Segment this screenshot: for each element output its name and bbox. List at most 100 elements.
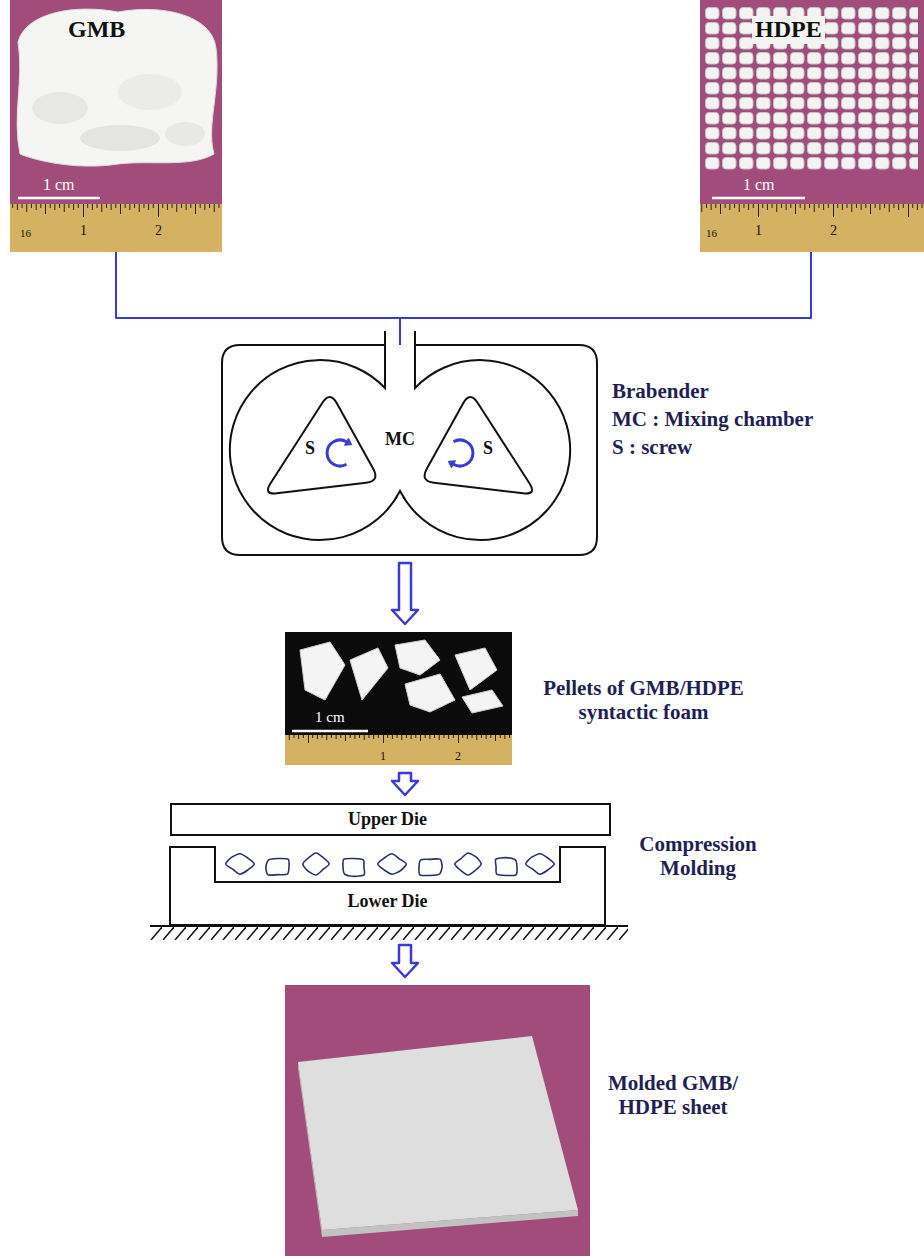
rotation-arrowhead [448,461,455,468]
ruler-number: 2 [155,223,162,239]
foam-pellet [395,640,440,675]
charge-pellet [495,858,517,876]
ruler [10,204,222,252]
scale-label: 1 cm [743,176,775,194]
charge-pellet [419,859,442,876]
foam-pellet [405,674,455,712]
node-outline [255,385,385,505]
molded-sheet [298,1036,578,1230]
scale-label: 1 cm [43,176,75,194]
foam-pellets-art [285,632,512,765]
text-slot: GMB [65,16,128,44]
bracket-line [116,252,400,345]
charge-pellet [303,853,329,875]
text-slot: S [483,438,493,459]
sheet-photo-art [285,985,590,1256]
node-outline [222,345,597,555]
foam-pellet [455,648,497,690]
text-slot: 1 cm [315,708,345,726]
step-title: Brabender [612,379,709,403]
flow-arrow [392,563,418,624]
ruler-number: 1 [80,223,87,239]
text-slot: MC : Mixing chamber [612,407,813,431]
charge-pellet [455,853,481,875]
powder-clump [165,122,205,146]
charge-pellet [226,854,255,874]
label-slot: 1 [380,746,386,764]
photo-ground [285,632,512,765]
node-outline [170,847,605,925]
node-outline [415,385,545,505]
label-slot: 1 [755,221,762,239]
screw-outline [268,397,376,494]
ruler-number: 16 [706,227,717,240]
flow-arrow [392,945,418,977]
die-outline [170,847,605,925]
label-slot: 2 [830,221,837,239]
ruler-number: 1 [380,750,386,764]
text-slot: 1 cm [43,176,75,194]
text-slot: Pellets of GMB/HDPE syntactic foam [521,676,766,724]
charge-pellet [526,854,555,874]
photo-panel: HDPE 1 cm [700,0,922,252]
rotation-arrowhead [345,438,352,445]
text-slot: Molded GMB/ HDPE sheet [598,1071,748,1119]
screw-outline [425,397,533,494]
text-slot: Lower Die [170,891,605,912]
bracket-line [400,252,811,345]
flow-arrow [392,773,418,795]
photo-panel: GMB 1 cm [10,0,222,252]
text-slot: Brabender [612,379,709,403]
gmb-photo-art [10,0,222,252]
text-slot: HDPE [752,16,825,44]
screw-rotor: S [415,385,545,505]
pellet-heap [704,6,918,171]
upper-die: Upper Die [170,803,611,836]
screw-label: S [483,438,493,459]
text-slot: Upper Die [172,809,603,830]
legend-entry: MC : Mixing chamber [612,407,813,431]
photo-panel: 1 cmPellets of GMB/HDPE syntactic foam [285,632,512,765]
ruler-number: 2 [830,223,837,239]
photo-ground [700,0,924,252]
screw-label: S [305,438,315,459]
brabender-housing [222,345,597,555]
text-slot: 1 cm [743,176,775,194]
scale-bar [18,197,100,200]
screw-rotor: S [255,385,385,505]
label-slot: 2 [155,221,162,239]
text-slot: S : screw [612,435,692,459]
scale-bar [712,197,805,200]
scale-bar [292,730,368,733]
foam-pellet [300,642,345,700]
ground-support [150,926,628,940]
step-caption: Molded GMB/ HDPE sheet [598,1071,748,1119]
foam-pellet [462,690,503,713]
ruler [285,735,512,765]
foam-pellet [350,648,388,700]
charge-pellet [266,858,289,875]
chamber-label: MC [385,429,415,450]
sheet-photo: Molded GMB/ HDPE sheet [285,985,590,1256]
powder-clump [118,74,182,110]
hdpe-photo-art [700,0,924,252]
die-label: Lower Die [347,891,427,912]
powder-clump [32,92,88,124]
chamber-outline [230,331,570,540]
ruler [700,204,924,252]
powder-clump [80,125,160,151]
charge-pellet [343,858,365,876]
process-label: Compression Molding [618,832,778,880]
powder-heap [17,9,217,166]
scale-label: 1 cm [315,709,345,726]
ruler-number: 16 [20,227,31,240]
ruler-number: 2 [455,750,461,764]
label-slot: 16 [20,223,31,241]
step-caption: Pellets of GMB/HDPE syntactic foam [521,676,766,724]
ruler-number: 1 [755,223,762,239]
label-slot: 16 [706,223,717,241]
ground-hatch [150,927,628,940]
